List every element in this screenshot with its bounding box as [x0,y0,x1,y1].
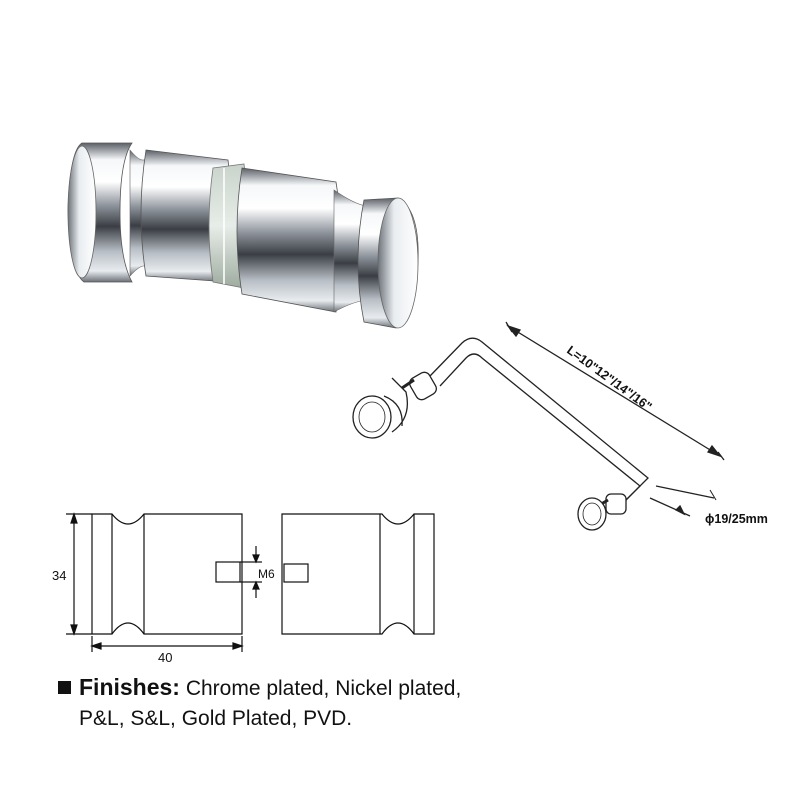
right-cap-face [377,197,419,329]
knob-photo [67,142,419,329]
length-dim-line [507,325,721,457]
right-half-outline [281,513,435,635]
finishes-line1: Chrome plated, Nickel plated, [185,677,462,700]
height-label: 34 [52,568,66,583]
pull-handle-drawing [352,321,725,531]
left-half-outline [91,513,243,635]
left-flange-face [67,145,97,279]
diameter-label: ϕ19/25mm [705,512,768,526]
width-label: 40 [158,650,172,665]
bottom-knob-cap [577,497,607,531]
right-body [236,167,342,313]
right-thread [283,563,309,583]
handle-bar [429,337,649,501]
length-label: L=10"12"/14"/16" [564,343,654,414]
finishes-label: Finishes: [79,674,180,700]
technical-drawing [66,512,435,652]
finishes-line2: P&L, S&L, Gold Plated, PVD. [79,707,353,730]
square-bullet-icon [58,681,71,694]
finishes-block: Finishes: Chrome plated, Nickel plated, … [58,672,778,734]
thread-label: M6 [258,567,275,581]
left-thread [215,561,241,583]
